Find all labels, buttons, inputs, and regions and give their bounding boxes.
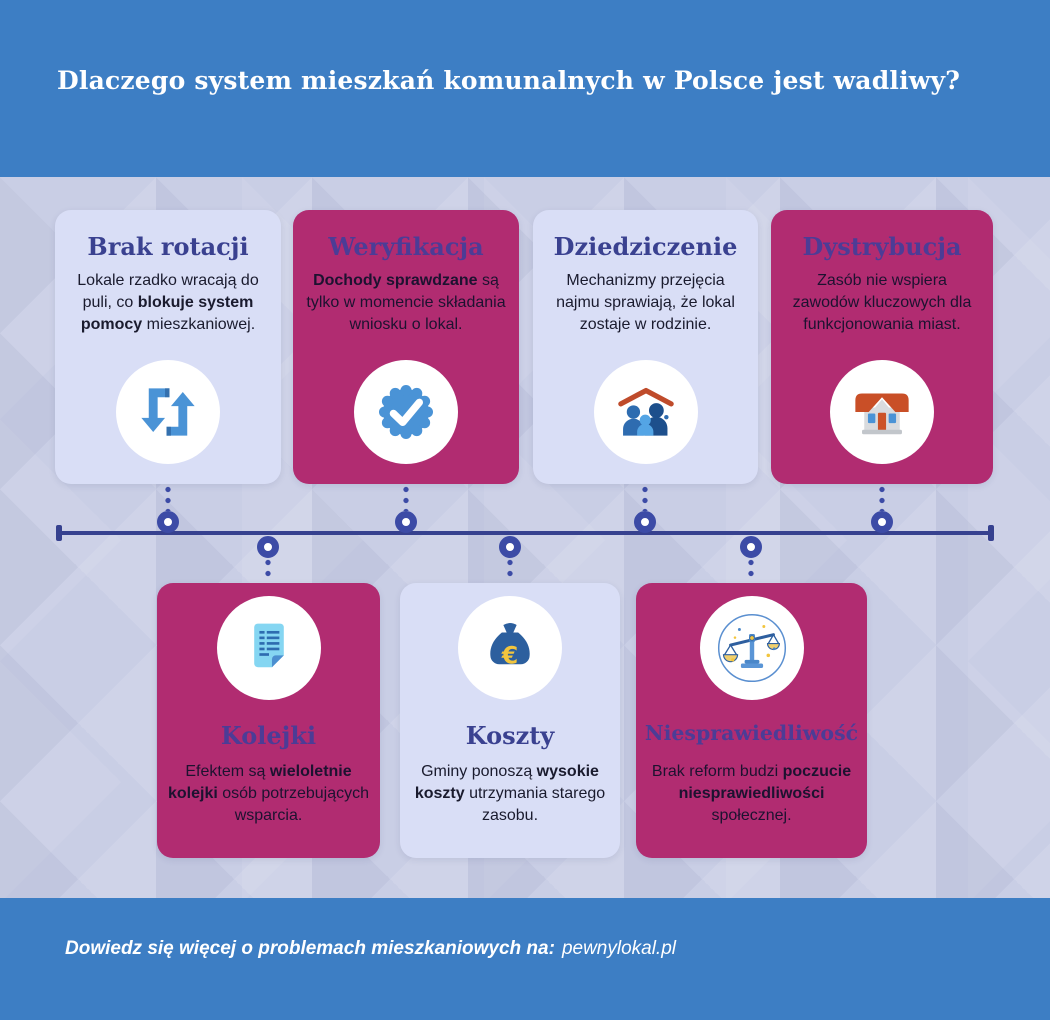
icon-circle bbox=[593, 360, 698, 464]
timeline-connector bbox=[403, 485, 409, 511]
timeline-connector bbox=[879, 485, 885, 511]
timeline-node bbox=[257, 536, 279, 558]
icon-circle bbox=[354, 360, 458, 464]
card-body: Gminy ponoszą wysokie koszty utrzymania … bbox=[411, 761, 609, 826]
card-document-list: Kolejki Efektem są wieloletnie kolejki o… bbox=[157, 583, 380, 858]
card-body-segment: Brak reform budzi bbox=[651, 763, 783, 780]
card-body-segment: Lokale rzadko wracają do puli, co bbox=[77, 272, 259, 311]
icon-circle bbox=[216, 596, 321, 700]
card-title: Koszty bbox=[465, 721, 555, 750]
family-under-roof-icon bbox=[609, 375, 683, 449]
timeline-node bbox=[157, 511, 179, 533]
card-title: Dystrybucja bbox=[802, 232, 962, 261]
card-body-segment: Efektem są bbox=[185, 763, 270, 780]
card-body-segment: blokuje system pomocy bbox=[80, 293, 254, 333]
card-body-segment: poczucie niesprawiedliwości bbox=[678, 763, 852, 802]
card-title: Brak rotacji bbox=[87, 232, 249, 261]
card-body-segment: są tylko w momencie składania wniosku o … bbox=[306, 272, 506, 333]
card-title: Weryfikacja bbox=[328, 232, 484, 261]
money-bag-euro-icon bbox=[473, 611, 547, 685]
footer-label: Dowiedz się więcej o problemach mieszkan… bbox=[65, 938, 555, 959]
card-title: Dziedziczenie bbox=[553, 232, 738, 261]
card-body-segment: osób potrzebujących wsparcia. bbox=[217, 784, 370, 824]
timeline-node bbox=[499, 536, 521, 558]
card-family-under-roof: Dziedziczenie Mechanizmy przejęcia najmu… bbox=[533, 210, 758, 484]
verified-badge-icon bbox=[369, 375, 443, 449]
footer-text: Dowiedz się więcej o problemach mieszkan… bbox=[65, 938, 676, 960]
card-body: Efektem są wieloletnie kolejki osób potr… bbox=[168, 761, 369, 826]
card-body-segment: Zasób nie wspiera zawodów kluczowych dla… bbox=[792, 272, 972, 333]
card-body-segment: wieloletnie kolejki bbox=[168, 763, 352, 802]
timeline-connector bbox=[165, 485, 171, 511]
card-body-segment: Dochody sprawdzane bbox=[313, 272, 478, 289]
timeline-cap-left bbox=[56, 525, 62, 541]
sync-arrows-icon bbox=[131, 375, 205, 449]
icon-circle bbox=[699, 596, 804, 700]
card-money-bag-euro: Koszty Gminy ponoszą wysokie koszty utrz… bbox=[400, 583, 620, 858]
card-body-segment: Gminy ponoszą bbox=[421, 763, 537, 780]
timeline-node bbox=[740, 536, 762, 558]
card-body: Dochody sprawdzane są tylko w momencie s… bbox=[304, 270, 508, 335]
timeline-connector bbox=[507, 558, 513, 581]
card-house: Dystrybucja Zasób nie wspiera zawodów kl… bbox=[771, 210, 993, 484]
timeline-connector bbox=[265, 558, 271, 581]
page-title: Dlaczego system mieszkań komunalnych w P… bbox=[57, 66, 961, 95]
card-body-segment: społecznej. bbox=[711, 806, 792, 824]
card-body-segment: mieszkaniowej. bbox=[142, 315, 256, 333]
timeline-connector bbox=[748, 558, 754, 581]
timeline-line bbox=[60, 531, 992, 535]
card-body: Zasób nie wspiera zawodów kluczowych dla… bbox=[782, 270, 982, 335]
timeline-connector bbox=[642, 485, 648, 511]
house-icon bbox=[845, 375, 919, 449]
icon-circle bbox=[458, 596, 562, 700]
document-list-icon bbox=[232, 611, 306, 685]
timeline-node bbox=[634, 511, 656, 533]
timeline-node bbox=[871, 511, 893, 533]
footer-band: Dowiedz się więcej o problemach mieszkan… bbox=[0, 898, 1050, 1020]
card-sync-arrows: Brak rotacji Lokale rzadko wracają do pu… bbox=[55, 210, 281, 484]
icon-circle bbox=[830, 360, 934, 464]
timeline-node bbox=[395, 511, 417, 533]
icon-circle bbox=[116, 360, 220, 464]
card-body: Mechanizmy przejęcia najmu sprawiają, że… bbox=[544, 270, 747, 335]
card-body-segment: wysokie koszty bbox=[414, 763, 599, 802]
footer-site-link[interactable]: pewnylokal.pl bbox=[561, 938, 677, 959]
card-verified-badge: Weryfikacja Dochody sprawdzane są tylko … bbox=[293, 210, 519, 484]
header-band: Dlaczego system mieszkań komunalnych w P… bbox=[0, 0, 1050, 177]
card-scales-of-justice: Niesprawiedliwość Brak reform budzi pocz… bbox=[636, 583, 867, 858]
card-body-segment: utrzymania starego zasobu. bbox=[464, 784, 606, 824]
scales-of-justice-icon bbox=[715, 611, 789, 685]
card-title: Niesprawiedliwość bbox=[644, 721, 859, 745]
timeline-cap-right bbox=[988, 525, 994, 541]
card-body-segment: Mechanizmy przejęcia najmu sprawiają, że… bbox=[556, 272, 735, 333]
card-body: Lokale rzadko wracają do puli, co blokuj… bbox=[66, 270, 270, 335]
card-title: Kolejki bbox=[220, 721, 317, 750]
card-body: Brak reform budzi poczucie niesprawiedli… bbox=[647, 761, 856, 826]
